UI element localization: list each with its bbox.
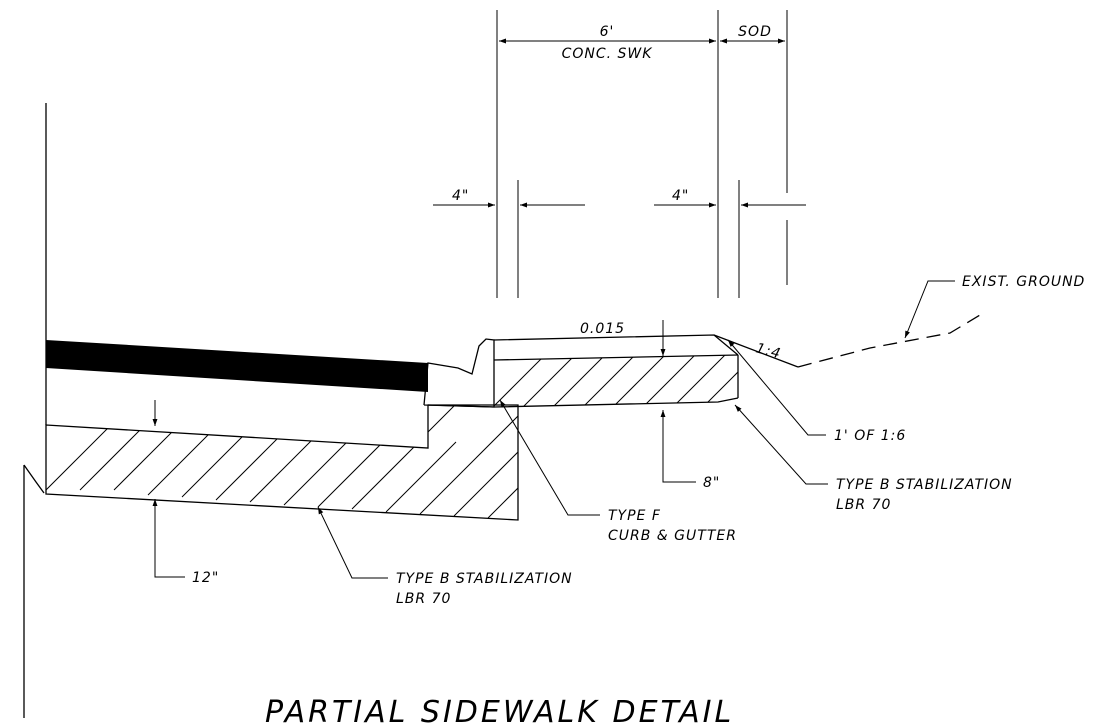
one-of-label: 1' OF 1:6 xyxy=(834,428,906,444)
walk-base-stabilization xyxy=(494,355,738,407)
right-thickness-label: 4" xyxy=(672,188,689,204)
asphalt-pavement xyxy=(46,340,428,392)
existing-ground xyxy=(713,311,986,368)
curb-label-1: TYPE F xyxy=(608,508,661,524)
left-thickness-dimension: 4" xyxy=(433,188,585,208)
drawing-title: PARTIAL SIDEWALK DETAIL xyxy=(265,695,734,726)
walk-stab-label-1: TYPE B STABILIZATION xyxy=(836,477,1013,493)
slope-top: 0.015 xyxy=(580,320,666,356)
road-stabilization-callout: TYPE B STABILIZATION LBR 70 xyxy=(317,506,573,607)
concrete-sidewalk xyxy=(493,334,739,408)
exist-ground-label: EXIST. GROUND xyxy=(962,274,1085,290)
sod-label: SOD xyxy=(738,24,772,40)
extension-lines xyxy=(496,10,788,298)
sod-dimension: SOD xyxy=(720,24,785,44)
sidewalk-width-dimension: 6' CONC. SWK xyxy=(499,24,716,62)
slope-side-label: 1:4 xyxy=(754,340,783,362)
one-of-callout: 1' OF 1:6 xyxy=(727,339,906,444)
sidewalk-label: CONC. SWK xyxy=(562,46,654,62)
curb-callout: TYPE F CURB & GUTTER xyxy=(499,399,737,544)
walk-base-label: 8" xyxy=(703,475,720,491)
right-thickness-dimension: 4" xyxy=(654,188,806,208)
road-stab-label-2: LBR 70 xyxy=(396,591,451,607)
road-stab-label-1: TYPE B STABILIZATION xyxy=(396,571,573,587)
slope-top-label: 0.015 xyxy=(580,321,625,337)
sidewalk-width-label: 6' xyxy=(600,24,615,40)
left-thickness-label: 4" xyxy=(452,188,469,204)
curb-and-gutter xyxy=(423,338,495,408)
walk-stabilization-callout: TYPE B STABILIZATION LBR 70 xyxy=(734,404,1013,513)
exist-ground-callout: EXIST. GROUND xyxy=(904,274,1085,339)
road-base-stabilization xyxy=(45,404,519,521)
road-base-dimension: 12" xyxy=(152,400,219,586)
left-border xyxy=(23,103,47,718)
walk-base-dimension: 8" xyxy=(660,410,720,491)
road-base-label: 12" xyxy=(192,570,219,586)
walk-stab-label-2: LBR 70 xyxy=(836,497,891,513)
curb-label-2: CURB & GUTTER xyxy=(608,528,737,544)
